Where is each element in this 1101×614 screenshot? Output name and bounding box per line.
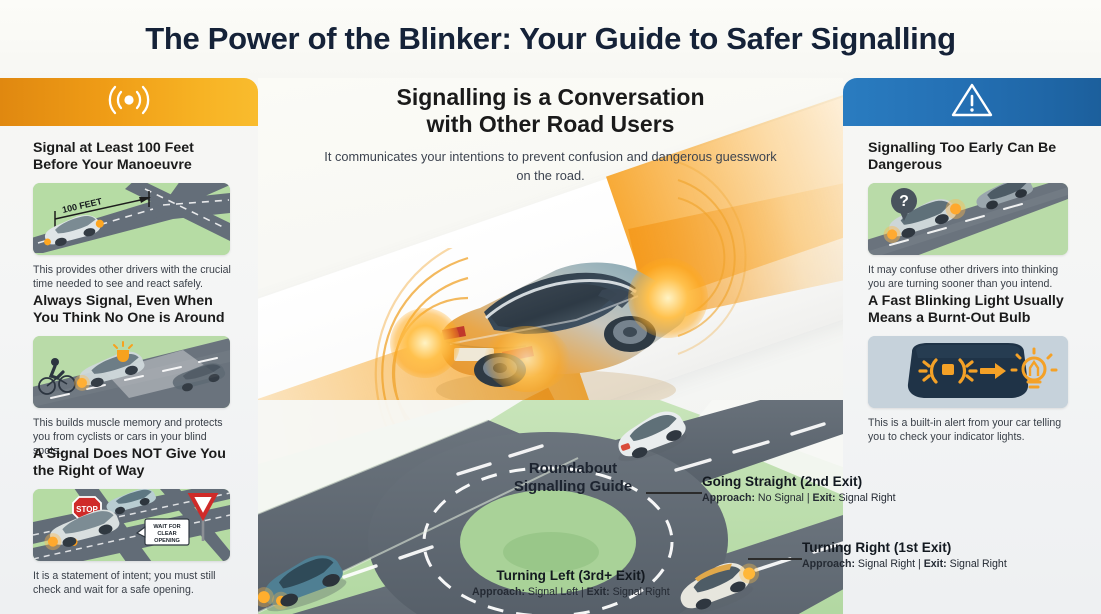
- tip-card-caption: This builds muscle memory and protects y…: [33, 416, 223, 458]
- cyclist-blind-spot-diagram: [33, 335, 230, 408]
- center-heading: Signalling is a Conversation with Other …: [258, 84, 843, 138]
- exit-label: Exit:: [586, 586, 610, 599]
- approach-value: Signal Right: [857, 558, 916, 571]
- approach-label: Approach:: [802, 558, 855, 571]
- callout-separator: |: [806, 492, 810, 505]
- callout-title: Turning Left (3rd+ Exit): [496, 568, 646, 583]
- left-column-header: [0, 78, 258, 126]
- approach-value: No Signal: [757, 492, 804, 505]
- callout-detail: Approach: Signal Right | Exit: Signal Ri…: [802, 558, 1007, 570]
- center-heading-block: Signalling is a Conversation with Other …: [258, 78, 843, 185]
- warning-triangle-icon: [950, 81, 994, 124]
- stop-yield-intersection-diagram: STOP WAIT FOR CLEAR OPENING: [33, 488, 230, 561]
- tip-card-caption: This provides other drivers with the cru…: [33, 263, 231, 290]
- center-heading-line2: with Other Road Users: [426, 111, 675, 138]
- confused-driver-question-mark-diagram: ?: [868, 182, 1068, 255]
- roundabout-car-straight: [618, 411, 687, 462]
- approach-label: Approach:: [472, 586, 525, 599]
- warning-card-caption: This is a built-in alert from your car t…: [868, 416, 1062, 443]
- roundabout-car-turning-left: [258, 555, 347, 612]
- dashboard-indicator-bulb-warning: [868, 335, 1068, 408]
- front-turn-signal-flare: [628, 258, 708, 338]
- exit-value: Signal Right: [838, 492, 896, 505]
- exit-value: Signal Right: [949, 558, 1007, 571]
- callout-turning-left: Turning Left (3rd+ Exit) Approach: Signa…: [472, 568, 670, 598]
- roundabout-diagram: [258, 360, 843, 614]
- approach-label: Approach:: [702, 492, 755, 505]
- exit-label: Exit:: [812, 492, 836, 505]
- svg-text:CLEAR: CLEAR: [157, 531, 176, 537]
- roundabout-title-line2: Signalling Guide: [513, 478, 633, 495]
- question-mark-label: ?: [899, 193, 909, 210]
- callout-detail: Approach: No Signal | Exit: Signal Right: [702, 492, 896, 504]
- tip-card-title: Signal at Least 100 Feet Before Your Man…: [33, 140, 194, 174]
- side-turn-signal-glow: [484, 326, 570, 392]
- callout-title: Going Straight (2nd Exit): [702, 474, 863, 489]
- center-illustration-panel: Signalling is a Conversation with Other …: [258, 78, 843, 614]
- tip-card-right-of-way: A Signal Does NOT Give You the Right of …: [33, 446, 233, 597]
- exit-label: Exit:: [923, 558, 947, 571]
- roundabout-section-title: Roundabout Signalling Guide: [463, 460, 683, 496]
- roundabout-car-turning-right: [680, 562, 760, 614]
- warning-card-title: Signalling Too Early Can Be Dangerous: [868, 140, 1057, 174]
- tip-card-signal-100-feet: Signal at Least 100 Feet Before Your Man…: [33, 140, 233, 291]
- callout-separator: |: [918, 558, 921, 571]
- right-warnings-column: Signalling Too Early Can Be Dangerous: [843, 78, 1101, 614]
- callout-separator: |: [580, 586, 584, 599]
- warning-card-fast-blinking-bulb: A Fast Blinking Light Usually Means a Bu…: [868, 293, 1068, 444]
- center-heading-line1: Signalling is a Conversation: [396, 84, 705, 110]
- tip-card-caption: It is a statement of intent; you must st…: [33, 569, 216, 596]
- tip-card-title: A Signal Does NOT Give You the Right of …: [33, 446, 226, 480]
- callout-turning-right: Turning Right (1st Exit) Approach: Signa…: [802, 540, 1007, 570]
- rear-turn-signal-flare: [390, 308, 460, 378]
- broadcast-signal-icon: [101, 83, 157, 122]
- stop-sign-label: STOP: [76, 505, 98, 514]
- leader-line-going-straight: [646, 492, 702, 494]
- left-tips-column: Signal at Least 100 Feet Before Your Man…: [0, 78, 258, 614]
- page-title: The Power of the Blinker: Your Guide to …: [145, 21, 956, 56]
- exit-value: Signal Right: [612, 586, 670, 599]
- approach-value: Signal Left: [527, 586, 578, 599]
- poster-title-bar: The Power of the Blinker: Your Guide to …: [0, 0, 1101, 78]
- callout-detail: Approach: Signal Left | Exit: Signal Rig…: [472, 586, 670, 598]
- callout-title: Turning Right (1st Exit): [802, 540, 952, 555]
- tip-card-title: Always Signal, Even When You Think No On…: [33, 293, 225, 327]
- tip-card-always-signal: Always Signal, Even When You Think No On…: [33, 293, 233, 459]
- svg-text:OPENING: OPENING: [154, 538, 180, 544]
- roundabout-title-line1: Roundabout: [528, 460, 618, 477]
- center-subtitle: It communicates your intentions to preve…: [324, 149, 777, 183]
- intersection-100-feet-diagram: 100 FEET: [33, 182, 230, 255]
- callout-going-straight: Going Straight (2nd Exit) Approach: No S…: [702, 474, 896, 504]
- warning-card-title: A Fast Blinking Light Usually Means a Bu…: [868, 293, 1064, 327]
- svg-text:WAIT FOR: WAIT FOR: [153, 524, 180, 530]
- warning-card-signalling-too-early: Signalling Too Early Can Be Dangerous: [868, 140, 1068, 291]
- warning-card-caption: It may confuse other drivers into thinki…: [868, 263, 1059, 290]
- right-column-header: [843, 78, 1101, 126]
- hero-car-illustration: [390, 230, 708, 415]
- leader-line-turning-right: [748, 558, 802, 560]
